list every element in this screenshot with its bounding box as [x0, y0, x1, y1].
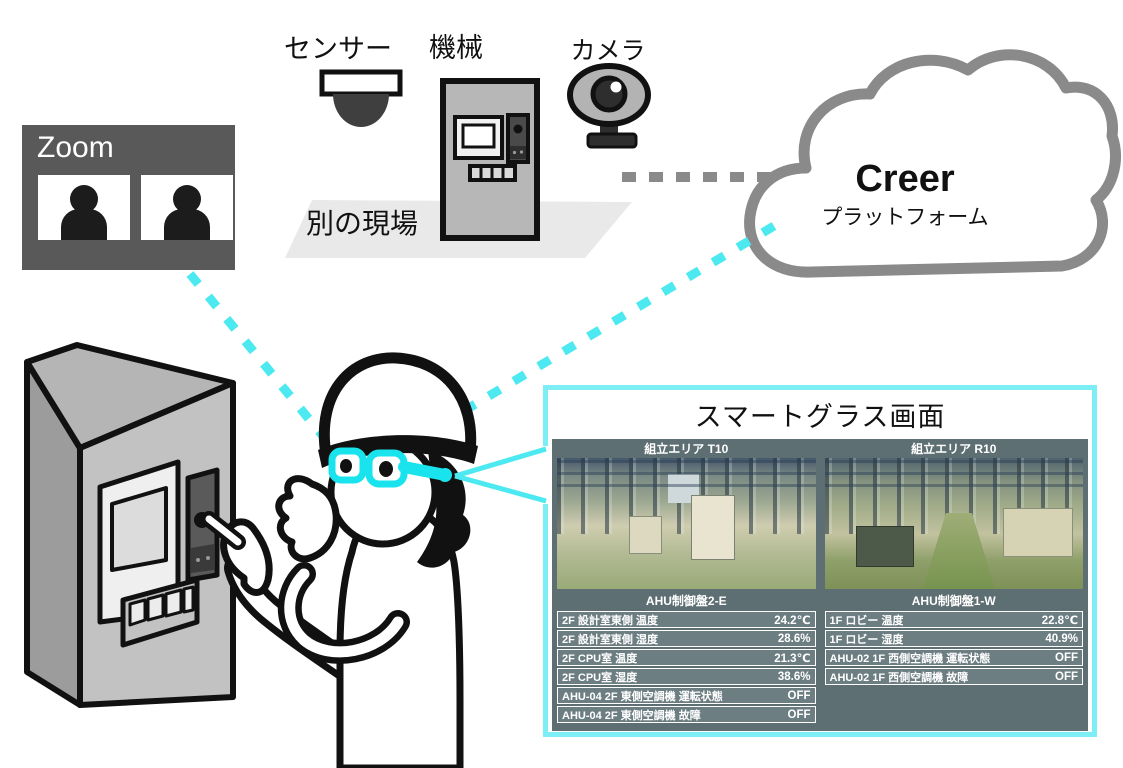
remote-site-label: 別の現場: [306, 208, 419, 239]
sensor-row-label: AHU-04 2F 東側空調機 運転状態: [562, 690, 723, 703]
ahu-data-table: 2F 設計室東側 温度 24.2℃ 2F 設計室東側 湿度 28.6% 2F CPU室 …: [557, 611, 816, 725]
sensor-row-value: OFF: [1055, 670, 1078, 683]
cabinet-screen: [110, 486, 168, 572]
sensor-row-value: OFF: [1055, 651, 1078, 664]
ahu-panel-header: AHU制御盤1-W: [911, 594, 996, 608]
sensor-row: AHU-02 1F 西側空調機 運転状態 OFF: [824, 649, 1083, 666]
sensor-row: AHU-02 1F 西側空調機 故障 OFF: [824, 668, 1083, 685]
link-zoom-glasses-dashed: [186, 271, 340, 455]
sensor-row-value: 28.6%: [777, 632, 811, 645]
helmet-icon: [318, 352, 477, 456]
zoom-title: Zoom: [37, 131, 114, 164]
cloud-platform-label: Creer プラットフォーム: [755, 160, 1055, 231]
zoom-call-panel: Zoom: [22, 125, 235, 270]
camera-area-label: 組立エリア R10: [911, 442, 997, 456]
camera-feed-image: [824, 458, 1083, 589]
sensor-row: 1F ロビー 湿度 40.9%: [824, 630, 1083, 647]
sensor-row-label: 2F CPU室 温度: [562, 652, 638, 665]
sensor-row-label: AHU-02 1F 西側空調機 運転状態: [829, 652, 991, 665]
camera-label: カメラ: [570, 37, 646, 65]
camera-feed-image: [557, 458, 816, 589]
sensor-row: 2F CPU室 温度 21.3℃: [557, 649, 816, 666]
zoom-participant-thumbnail: [141, 175, 233, 240]
link-cloud-glasses-dashed: [444, 222, 777, 425]
person-silhouette-icon: [173, 185, 201, 213]
sensor-row-value: 22.8℃: [1041, 614, 1078, 627]
cloud-subtitle: プラットフォーム: [821, 206, 989, 229]
smart-glass-screen-panel: スマートグラス画面 組立エリア T10 AHU制御盤2-E 2F 設計室東側 温…: [543, 385, 1097, 737]
sensor-row: 2F 設計室東側 湿度 28.6%: [557, 630, 816, 647]
sensor-row-label: AHU-04 2F 東側空調機 故障: [562, 709, 701, 722]
sensor-row: 2F CPU室 湿度 38.6%: [557, 668, 816, 685]
sensor-row-value: 21.3℃: [774, 652, 811, 665]
sensor-row-value: 38.6%: [777, 670, 811, 683]
control-cabinet: [24, 342, 236, 708]
sensor-row: 2F 設計室東側 温度 24.2℃: [557, 611, 816, 628]
person-silhouette-icon: [70, 185, 98, 213]
sensor-row-label: AHU-02 1F 西側空調機 故障: [829, 671, 969, 684]
zoom-participant-thumbnail: [38, 175, 130, 240]
machine-icon: [440, 78, 540, 241]
smart-glasses-icon: [328, 447, 452, 488]
ahu-data-table: 1F ロビー 温度 22.8℃ 1F ロビー 湿度 40.9% AHU-02 1F 西側…: [824, 611, 1083, 687]
sensor-row: AHU-04 2F 東側空調機 運転状態 OFF: [557, 687, 816, 704]
sensor-row: AHU-04 2F 東側空調機 故障 OFF: [557, 706, 816, 723]
machine-label: 機械: [429, 33, 483, 63]
worker-hand-at-chin: [275, 475, 340, 563]
ahu-panel-header: AHU制御盤2-E: [645, 594, 727, 608]
cloud-shape: [744, 49, 1121, 278]
sensor-label: センサー: [284, 34, 392, 64]
sensor-row-value: 40.9%: [1045, 632, 1078, 645]
sensor-icon: [319, 69, 403, 127]
sensor-row: 1F ロビー 温度 22.8℃: [824, 611, 1083, 628]
sensor-row-value: 24.2℃: [774, 614, 811, 627]
sensor-row-label: 2F 設計室東側 湿度: [562, 633, 658, 646]
sensor-row-label: 1F ロビー 湿度: [829, 633, 904, 646]
sensor-row-label: 2F 設計室東側 温度: [562, 614, 658, 627]
pointing-finger: [205, 515, 242, 546]
sensor-row-value: OFF: [787, 708, 811, 721]
smart-glass-title: スマートグラス画面: [694, 402, 946, 432]
camera-area-label: 組立エリア T10: [644, 442, 729, 456]
sensor-row-label: 2F CPU室 湿度: [562, 671, 638, 684]
webcam-icon: [567, 63, 651, 149]
cloud-title: Creer: [855, 158, 955, 200]
worker-figure: [275, 352, 478, 768]
sensor-row-label: 1F ロビー 温度: [829, 614, 904, 627]
sensor-row-value: OFF: [787, 689, 811, 702]
